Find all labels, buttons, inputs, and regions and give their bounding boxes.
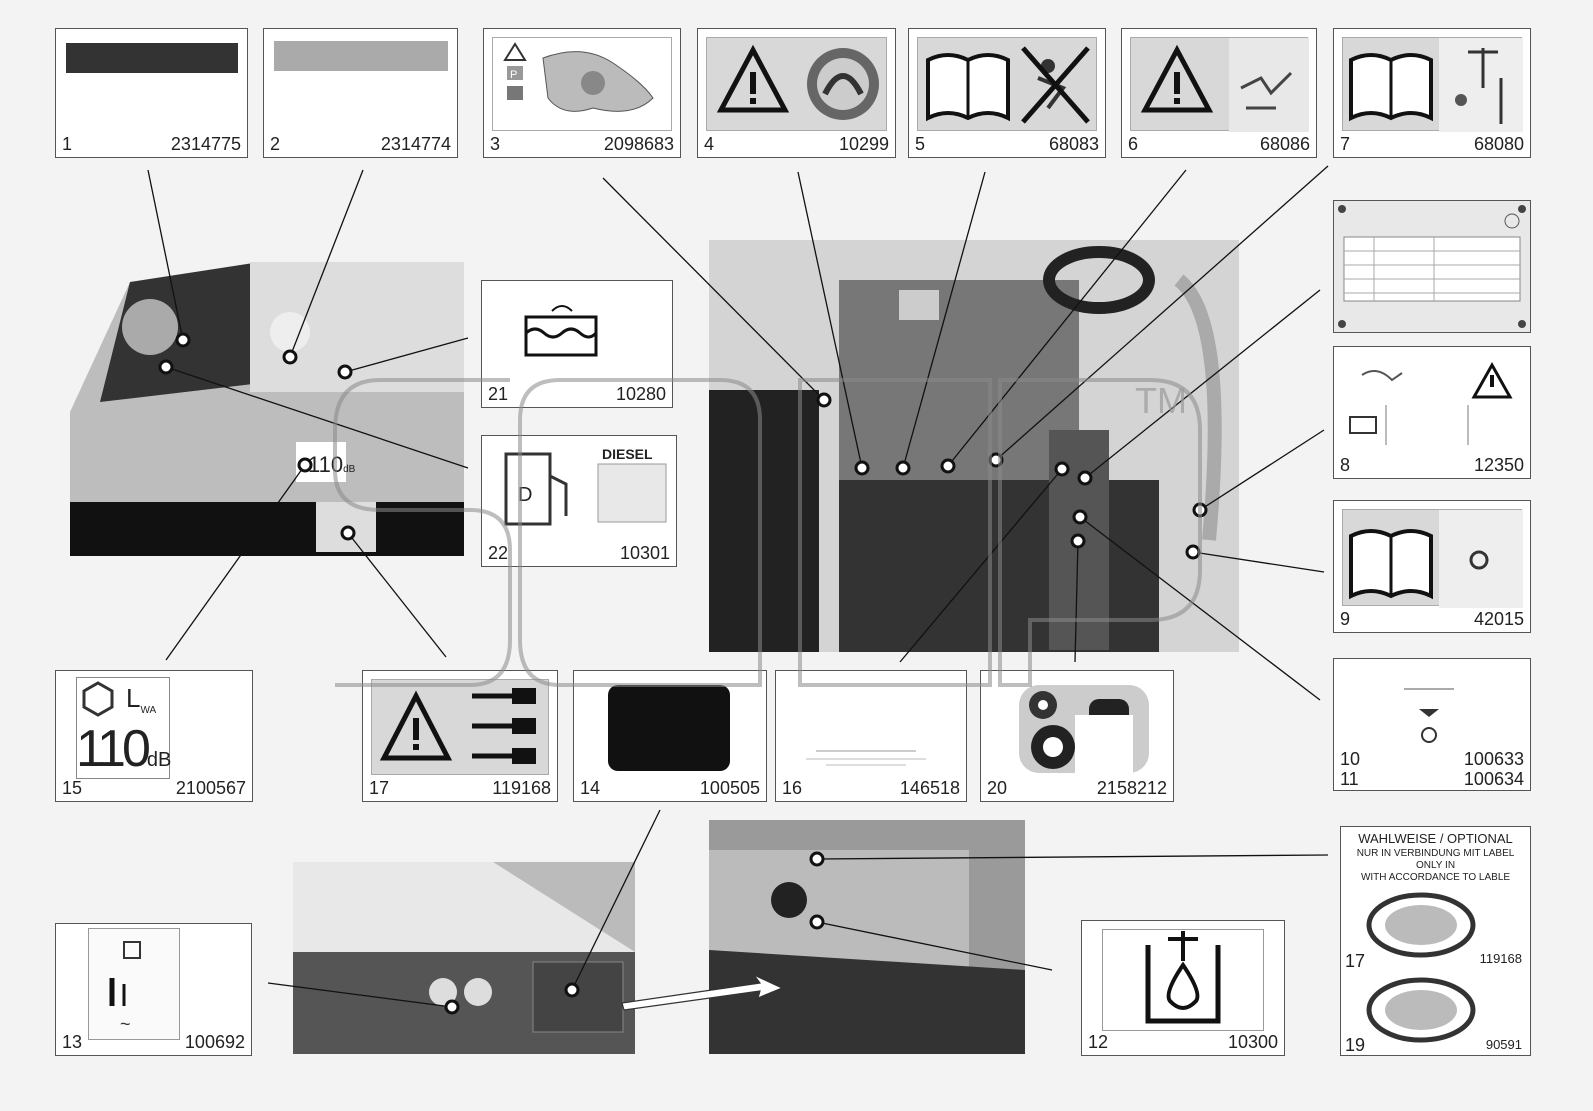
label-7-art: [1342, 37, 1523, 132]
label-5-art: [917, 37, 1097, 131]
label-number: 11: [1340, 769, 1359, 789]
coolant-tank-icon: [524, 315, 598, 357]
label-3-art: P: [492, 37, 672, 131]
label-15: LWA 110dB 15 2100567: [55, 670, 253, 802]
label-number: 12: [1088, 1032, 1109, 1052]
label-20: 20 2158212: [980, 670, 1174, 802]
part-code: 100505: [699, 778, 760, 798]
label-9: 9 42015: [1333, 500, 1531, 633]
label-4-art: [706, 37, 887, 131]
label-13-art: [88, 928, 180, 1040]
label-5: 5 68083: [908, 28, 1106, 158]
warning-icon: [1140, 44, 1214, 113]
svg-text:P: P: [510, 69, 517, 81]
part-code: 2098683: [603, 134, 674, 154]
warning-icon: [379, 690, 453, 761]
optional-line-3: ONLY IN: [1415, 860, 1456, 871]
label-20-art: [989, 679, 1165, 775]
part-code: 2158212: [1096, 778, 1167, 798]
label-1: 1 2314775: [55, 28, 248, 158]
label-12: 12 10300: [1081, 920, 1285, 1056]
label-10-11: 10 100633 11 100634: [1333, 658, 1531, 791]
label-number: 4: [704, 134, 715, 154]
part-code: 42015: [1473, 609, 1524, 629]
part-code: 10300: [1227, 1032, 1278, 1052]
gear-icon: [1469, 550, 1489, 570]
label-13: ~ 13 100692: [55, 923, 252, 1056]
part-code: 68083: [1048, 134, 1099, 154]
oil-drop-icon: [1166, 961, 1200, 1010]
label-2-art: [274, 41, 448, 71]
label-18-19: WAHLWEISE / OPTIONAL NUR IN VERBINDUNG M…: [1340, 826, 1531, 1056]
label-3: P 3 2098683: [483, 28, 681, 158]
label-number: 14: [580, 778, 601, 798]
part-code: 100692: [184, 1032, 245, 1052]
label-number: 1: [62, 134, 73, 154]
warning-icon: [1471, 361, 1513, 399]
label-17-art: [371, 679, 549, 775]
label-number: 6: [1128, 134, 1139, 154]
label-2: 2 2314774: [263, 28, 458, 158]
label-number: 2: [270, 134, 281, 154]
label-number: 7: [1340, 134, 1351, 154]
label-number: 15: [62, 778, 83, 798]
optional-header: WAHLWEISE / OPTIONAL: [1358, 831, 1513, 846]
label-17: 17 17 119168: [362, 670, 558, 802]
label-number: 3: [490, 134, 501, 154]
label-6-art: [1130, 37, 1309, 132]
label-4: 4 10299: [697, 28, 896, 158]
part-code: 68080: [1473, 134, 1524, 154]
part-code: 2314774: [380, 134, 451, 154]
part-code: 12350: [1473, 455, 1524, 475]
label-number: 5: [915, 134, 926, 154]
label-8-art: [1342, 355, 1522, 452]
label-number: 10: [1340, 749, 1361, 769]
label-8: 8 12350: [1333, 346, 1531, 479]
label-7: 7 68080: [1333, 28, 1531, 158]
label-1-art: [66, 43, 238, 73]
lever-positions-icon: [472, 688, 536, 764]
hydraulic-filter-icon: [123, 941, 141, 959]
label-number: 20: [987, 778, 1008, 798]
part-code: 100633: [1463, 749, 1524, 769]
sound-source-icon: [82, 681, 114, 717]
label-number: 13: [62, 1032, 83, 1052]
part-code: 10299: [838, 134, 889, 154]
sound-level-unit: dB: [146, 749, 172, 771]
label-6: 6 68086: [1121, 28, 1317, 158]
part-code: 90591: [1485, 1037, 1522, 1052]
lwa-sub: WA: [140, 705, 157, 717]
label-number-17: 17: [369, 778, 390, 798]
label-12-art: [1102, 929, 1264, 1031]
part-code: 2314775: [170, 134, 241, 154]
lwa-label: L: [126, 683, 141, 713]
label-number: 8: [1340, 455, 1351, 475]
photo-dashboard-rear: [293, 862, 635, 1054]
optional-line-4: WITH ACCORDANCE TO LABLE: [1360, 872, 1511, 883]
watermark-tm: TM: [1135, 380, 1187, 421]
sound-power-box: [76, 677, 170, 779]
part-code: 68086: [1259, 134, 1310, 154]
label-number: 9: [1340, 609, 1351, 629]
optional-line-2: NUR IN VERBINDUNG MIT LABEL: [1356, 848, 1515, 859]
label-number: 19: [1345, 1035, 1366, 1055]
part-code: 119168: [1479, 951, 1522, 966]
part-code: 146518: [899, 778, 960, 798]
label-14-art: [608, 685, 730, 771]
label-number: 17: [1345, 951, 1366, 971]
part-code: 100634: [1463, 769, 1524, 789]
part-code: 2100567: [175, 778, 246, 798]
oil-container-icon: [1145, 945, 1221, 1024]
label-14: 14 100505: [573, 670, 767, 802]
battery-icon: [1349, 416, 1377, 434]
label-number: 16: [782, 778, 803, 798]
label-9-art: [1342, 509, 1523, 608]
svg-text:~: ~: [120, 1014, 131, 1034]
part-code-17: 119168: [492, 778, 551, 798]
warning-icon: [716, 44, 790, 113]
sound-level-value: 110: [76, 720, 151, 778]
type-plate: [1333, 200, 1531, 333]
